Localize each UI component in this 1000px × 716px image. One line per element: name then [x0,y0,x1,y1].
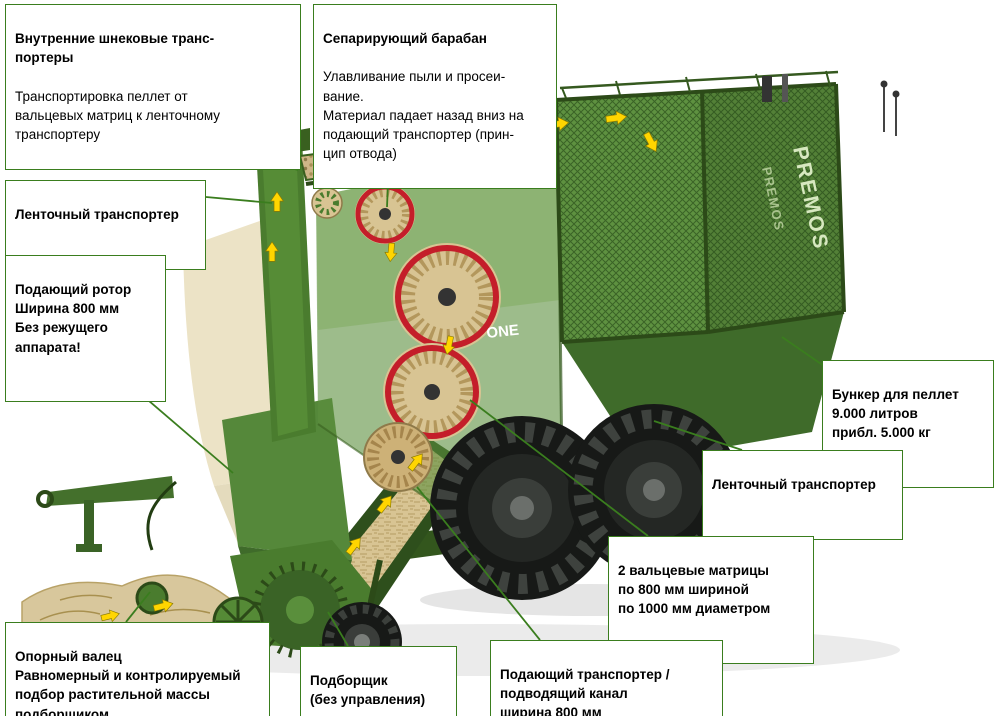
callout-title: Подающий транспортер / подводящий канал … [500,667,670,716]
callout-feed-rotor: Подающий ротор Ширина 800 мм Без режущег… [5,255,166,403]
drawbar [36,476,177,552]
leader-line [416,486,541,641]
callout-title: Подборщик (без управления) [310,673,426,708]
callout-feed-conveyor: Подающий транспортер / подводящий канал … [490,640,723,716]
leader-line [205,196,273,204]
callout-inner-screw-conveyors: Внутренние шнековые транс- портеры Транс… [5,4,301,171]
roller-die-2 [383,343,481,441]
front-body [222,398,352,560]
lower-roller [363,422,433,492]
leader-line [653,420,743,451]
callout-body: Транспортировка пеллет от вальцевых матр… [15,88,221,142]
callout-body: Улавливание пыли и просеи- вание. Матери… [323,69,524,162]
callout-belt-conveyor-right: Ленточный транспортер [702,450,903,540]
leader-line [469,399,649,537]
separating-drum [355,184,415,244]
callout-title: Подающий ротор Ширина 800 мм Без режущег… [15,282,132,355]
callout-title: Сепарирующий барабан [323,31,487,47]
callout-separating-drum: Сепарирующий барабан Улавливание пыли и … [313,4,557,190]
callout-title: 2 вальцевые матрицы по 800 мм шириной по… [618,563,771,617]
callout-support-roller: Опорный валец Равномерный и контролируем… [5,622,270,716]
callout-title: Бункер для пеллет 9.000 литров прибл. 5.… [832,387,959,441]
leader-line [781,336,825,367]
callout-title: Ленточный транспортер [712,477,876,493]
krone-logo-text: ONE [486,322,520,342]
callout-title: Внутренние шнековые транс- портеры [15,31,215,66]
leader-line [125,591,151,623]
leader-line [327,611,349,647]
tandem-wheels [430,404,740,600]
roller-die-1 [393,243,501,351]
callout-title: Ленточный транспортер [15,207,179,223]
callout-pickup: Подборщик (без управления) [300,646,457,716]
callout-title: Опорный валец Равномерный и контролируем… [15,649,241,716]
